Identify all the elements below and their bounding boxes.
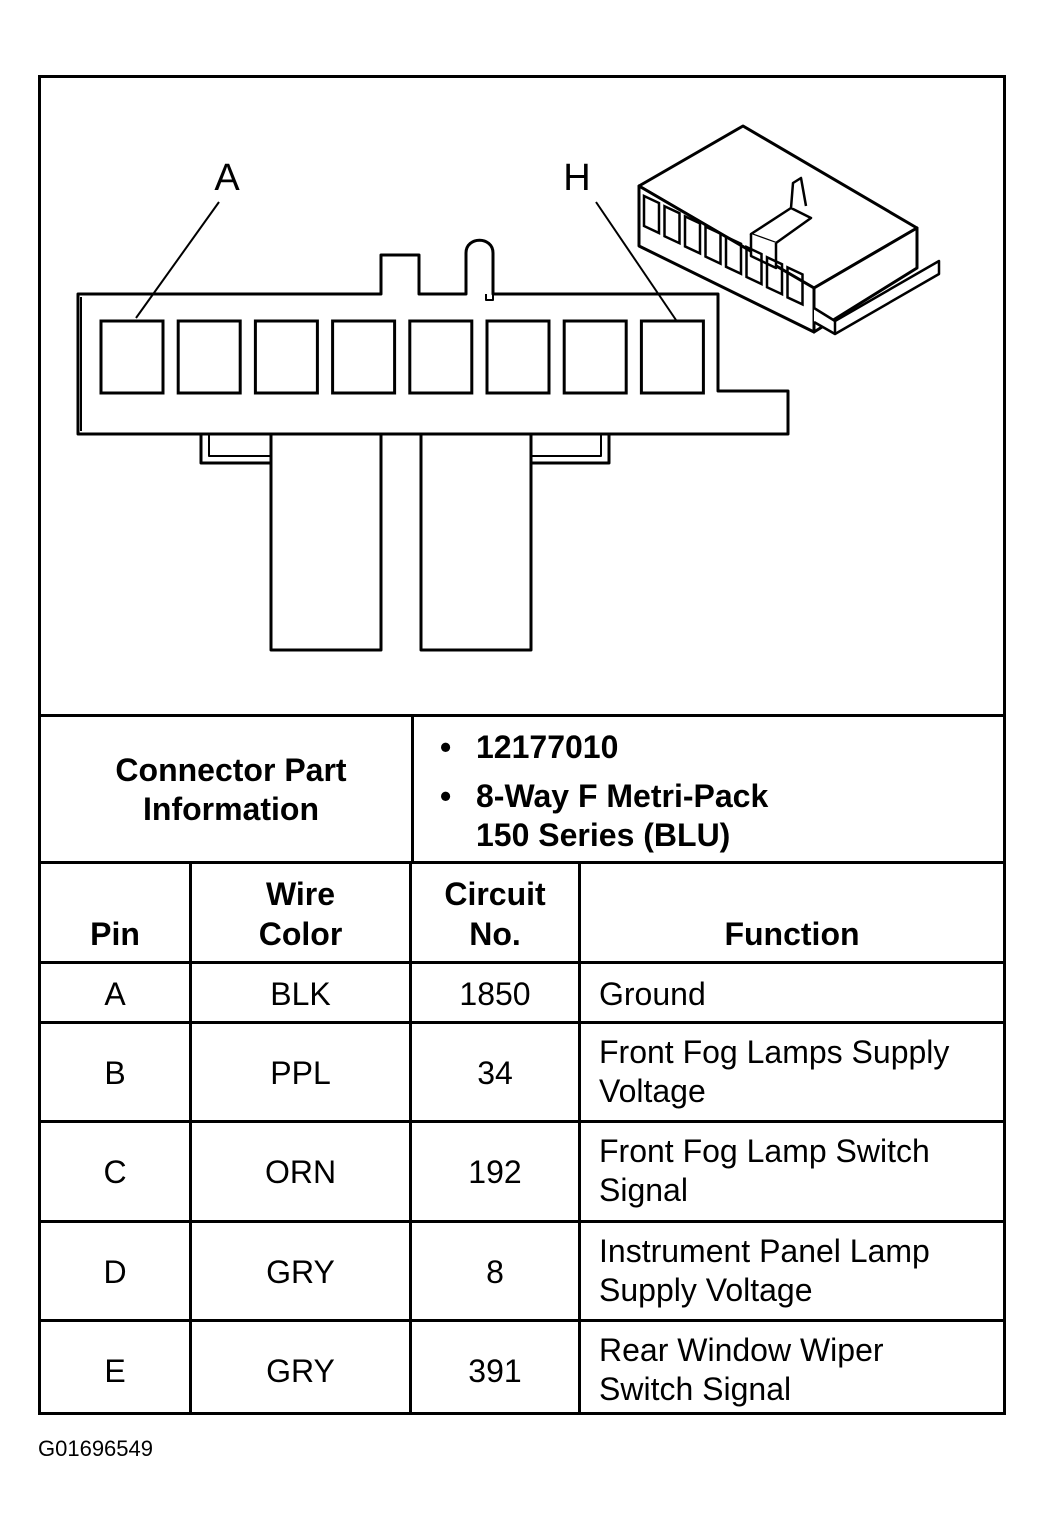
leader-line-a	[135, 201, 220, 319]
cell-wire-color: GRY	[266, 1353, 335, 1389]
pin-cavity	[253, 319, 319, 395]
cell-pin: B	[104, 1055, 126, 1091]
table-row: A BLK 1850 Ground	[41, 964, 1003, 1024]
pin-cavity	[176, 319, 242, 395]
iso-pin-cavity	[704, 224, 722, 266]
leader-line-h	[595, 201, 677, 321]
iso-pin-cavity	[745, 245, 763, 286]
connector-series: 150 Series (BLU)	[476, 817, 731, 853]
pin-label-a: A	[214, 157, 240, 199]
connector-latch-right	[529, 434, 611, 465]
connector-latch-left	[199, 434, 273, 465]
pin-cavity	[408, 319, 474, 395]
cell-function: Ground	[599, 976, 706, 1012]
cell-circuit: 192	[468, 1154, 522, 1190]
cell-circuit: 34	[477, 1055, 513, 1091]
cell-wire-color: BLK	[270, 976, 331, 1012]
header-function: Function	[724, 916, 860, 952]
cell-circuit: 391	[468, 1353, 522, 1389]
cell-pin: A	[104, 976, 126, 1012]
iso-pin-cavity	[642, 194, 661, 235]
pin-cavity	[331, 319, 397, 395]
cell-pin: D	[103, 1254, 127, 1290]
wire-bundle-right	[419, 432, 533, 652]
connector-part-number: •12177010	[440, 729, 619, 765]
cell-circuit: 1850	[459, 976, 531, 1012]
cell-wire-color: ORN	[264, 1154, 337, 1190]
pin-label-h: H	[563, 157, 590, 199]
figure-frame: A H Connector Part Information •12177010…	[38, 75, 1006, 1415]
figure-id: G01696549	[38, 1436, 153, 1461]
connector-info-heading: Connector Part Information	[115, 752, 347, 827]
pin-cavity	[99, 319, 165, 395]
iso-pin-cavity	[765, 255, 784, 297]
wire-bundle-left	[269, 432, 383, 652]
connector-type: •8-Way F Metri-Pack	[440, 778, 769, 814]
connector-diagram: A H	[76, 124, 941, 652]
connector-info-heading-cell: Connector Part Information	[41, 717, 411, 861]
iso-pin-cavity	[663, 204, 681, 246]
cell-circuit: 8	[486, 1254, 504, 1290]
iso-pin-cavity	[724, 234, 743, 276]
cell-wire-color: PPL	[270, 1055, 331, 1091]
cell-pin: E	[104, 1353, 126, 1389]
connector-body	[76, 238, 790, 436]
pin-cavity	[639, 319, 705, 395]
cell-pin: C	[103, 1154, 127, 1190]
iso-pin-cavity	[786, 265, 804, 307]
iso-pin-cavity	[683, 214, 702, 256]
pin-cavity	[485, 319, 551, 395]
pin-cavity	[562, 319, 628, 395]
header-pin: Pin	[90, 916, 140, 952]
connector-info-details-cell: •12177010 •8-Way F Metri-Pack 150 Series…	[414, 717, 1003, 861]
cell-wire-color: GRY	[266, 1254, 335, 1290]
connector-info-row: Connector Part Information •12177010 •8-…	[41, 714, 1003, 864]
